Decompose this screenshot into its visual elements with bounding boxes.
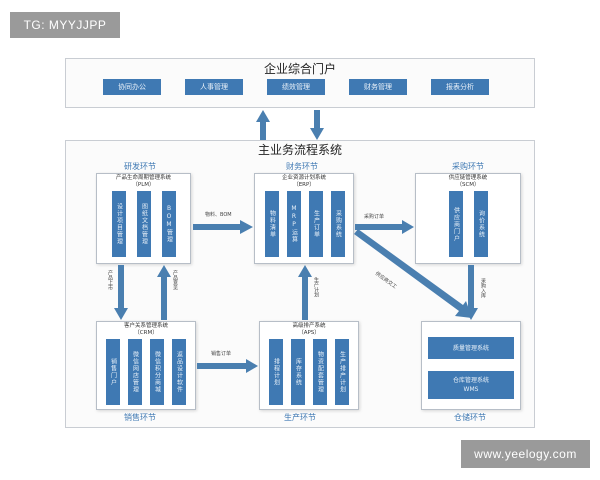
crm-code: （CRM） [134,330,158,336]
aps-code: （APS） [298,330,320,336]
plm-code: （PLM） [132,182,155,188]
quality-system-button[interactable]: 质量管理系统 [428,337,514,359]
label-material-bom: 物料、BOM [205,212,232,218]
aps-module-materials[interactable]: 物资配套管理 [313,339,327,405]
crm-module-points-mall[interactable]: 微信积分商城 [150,339,164,405]
label-purchase-receipt: 采购入库 [480,278,486,298]
plm-module-bom[interactable]: BOM管理 [162,191,176,257]
aps-module-production-plan[interactable]: 生产排产计划 [335,339,349,405]
aps-module-inventory[interactable]: 库存系统 [291,339,305,405]
section-rd: 研发环节 [124,162,156,171]
wms-label-line2: WMS [463,386,479,393]
erp-module-purchase[interactable]: 采购系统 [331,191,345,257]
label-purchase-order: 采购订单 [364,214,385,220]
scm-title: 供应链管理系统 [448,175,488,181]
erp-module-bom[interactable]: 物料清单 [265,191,279,257]
aps-title: 高级排产系统 [292,323,326,329]
label-sales-order: 销售订单 [211,351,232,357]
arrow-plm-to-erp [193,220,253,234]
portal-item-finance[interactable]: 财务管理 [349,79,407,95]
arrow-aps-to-erp [298,265,312,320]
arrow-scm-to-warehouse [464,265,478,320]
label-product-feedback: 产品意见 [172,270,178,290]
wms-label-line1: 仓库管理系统 [452,377,489,384]
erp-module-mrp[interactable]: MRP运算 [287,191,301,257]
scm-system-box [415,173,521,264]
arrow-crm-to-aps [197,359,258,373]
portal-item-report[interactable]: 报表分析 [431,79,489,95]
section-finance: 财务环节 [286,162,318,171]
wms-system-button[interactable]: 仓库管理系统 WMS [428,371,514,399]
arrow-crm-to-plm [157,265,171,320]
arrow-down-to-main [310,110,324,140]
scm-module-inquiry[interactable]: 询价系统 [474,191,488,257]
section-purchase: 采购环节 [452,162,484,171]
crm-module-design-software[interactable]: 返品设计软件 [172,339,186,405]
label-product-launch: 产品上市 [107,270,113,290]
plm-module-project[interactable]: 设计项目管理 [112,191,126,257]
plm-title: 产品生命周期管理系统 [115,175,171,181]
watermark-bottom: www.yeelogy.com [461,440,590,468]
section-production: 生产环节 [284,413,316,422]
portal-item-office[interactable]: 协同办公 [103,79,161,95]
portal-title: 企业综合门户 [263,62,336,76]
arrow-plm-to-crm [114,265,128,320]
scm-code: （SCM） [456,182,480,188]
arrow-erp-to-warehouse [354,229,472,318]
portal-item-performance[interactable]: 绩效管理 [267,79,325,95]
watermark-top: TG: MYYJJPP [10,12,120,38]
aps-module-schedule[interactable]: 排程计划 [269,339,283,405]
erp-module-order[interactable]: 生产订单 [309,191,323,257]
arrow-up-to-portal [256,110,270,140]
quality-system-label: 质量管理系统 [452,344,489,352]
erp-title: 企业资源计划系统 [281,175,326,181]
label-production-plan: 生产计划 [313,277,319,297]
plm-module-drawing[interactable]: 图纸文档管理 [137,191,151,257]
arrow-erp-to-scm [355,220,414,234]
main-title: 主业务流程系统 [257,143,342,157]
section-warehouse: 仓储环节 [454,413,486,422]
crm-module-sales-portal[interactable]: 销售门户 [106,339,120,405]
portal-item-hr[interactable]: 人事管理 [185,79,243,95]
scm-module-supplier[interactable]: 供应商门户 [449,191,463,257]
erp-code: （ERP） [293,182,315,188]
crm-title: 客户关系管理系统 [123,323,168,329]
section-sales: 销售环节 [124,413,156,422]
crm-module-wechat-shop[interactable]: 微信网店管理 [128,339,142,405]
